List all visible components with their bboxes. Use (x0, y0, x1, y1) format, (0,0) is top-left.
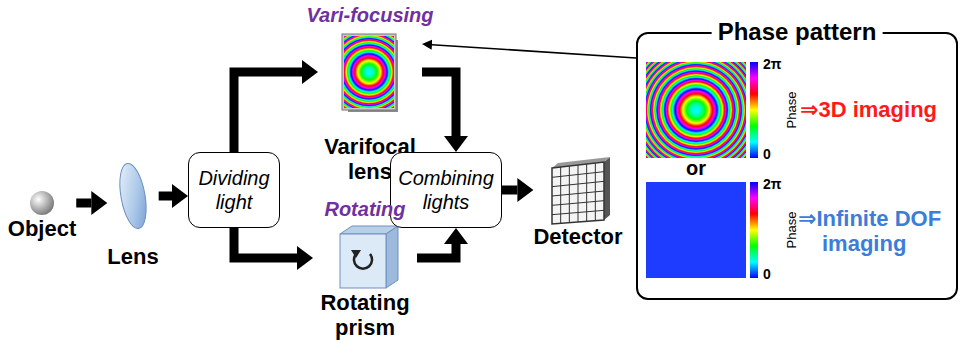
process-box: Dividing light (188, 152, 280, 228)
flow-arrow (159, 192, 172, 201)
node-label: Object (8, 216, 76, 241)
colorbar-max: 2π (763, 56, 782, 72)
phase-pattern-flat (646, 182, 746, 278)
operation-label: Rotating (324, 198, 405, 221)
varifocal-figure (324, 27, 414, 117)
lens-figure (115, 161, 150, 230)
node-label: Dividing light (195, 166, 273, 214)
pointer-arrow (432, 45, 636, 58)
detector-node: Detector (533, 160, 622, 249)
or-label: or (686, 157, 706, 180)
process-box: Combining lights (390, 152, 502, 228)
detector-figure (552, 157, 610, 224)
colorbar (750, 182, 758, 278)
colorbar-min: 0 (763, 146, 771, 162)
result-label: ⇒Infinite DOF imaging (798, 206, 956, 256)
colorbar-title: Phase (784, 92, 799, 129)
result-label: ⇒3D imaging (800, 97, 937, 122)
object-sphere (30, 191, 54, 215)
node-label: Lens (107, 244, 158, 269)
rotating-prism-node: Rotating prism (313, 226, 417, 340)
flow-arrow (502, 186, 517, 195)
phase-pattern-panel: Phase pattern (636, 32, 958, 300)
node-label: Rotating prism (313, 290, 417, 340)
panel-title: Phase pattern (712, 18, 883, 46)
flow-arrow (234, 228, 297, 258)
colorbar-title: Phase (784, 212, 799, 249)
object-figure-node: Object (8, 190, 76, 241)
lens-node: Lens (107, 158, 158, 269)
colorbar-max: 2π (763, 176, 782, 192)
node-label: Detector (533, 224, 622, 249)
phase-pattern-lens (626, 40, 766, 180)
flow-arrow (76, 199, 91, 208)
flow-arrow (422, 72, 456, 136)
operation-label: Vari-focusing (306, 4, 433, 27)
flow-arrow (234, 72, 302, 152)
node-label: Combining lights (397, 166, 495, 214)
colorbar-min: 0 (763, 266, 771, 282)
colorbar (750, 62, 758, 158)
prism-figure (340, 226, 398, 288)
flow-arrow (417, 244, 456, 258)
